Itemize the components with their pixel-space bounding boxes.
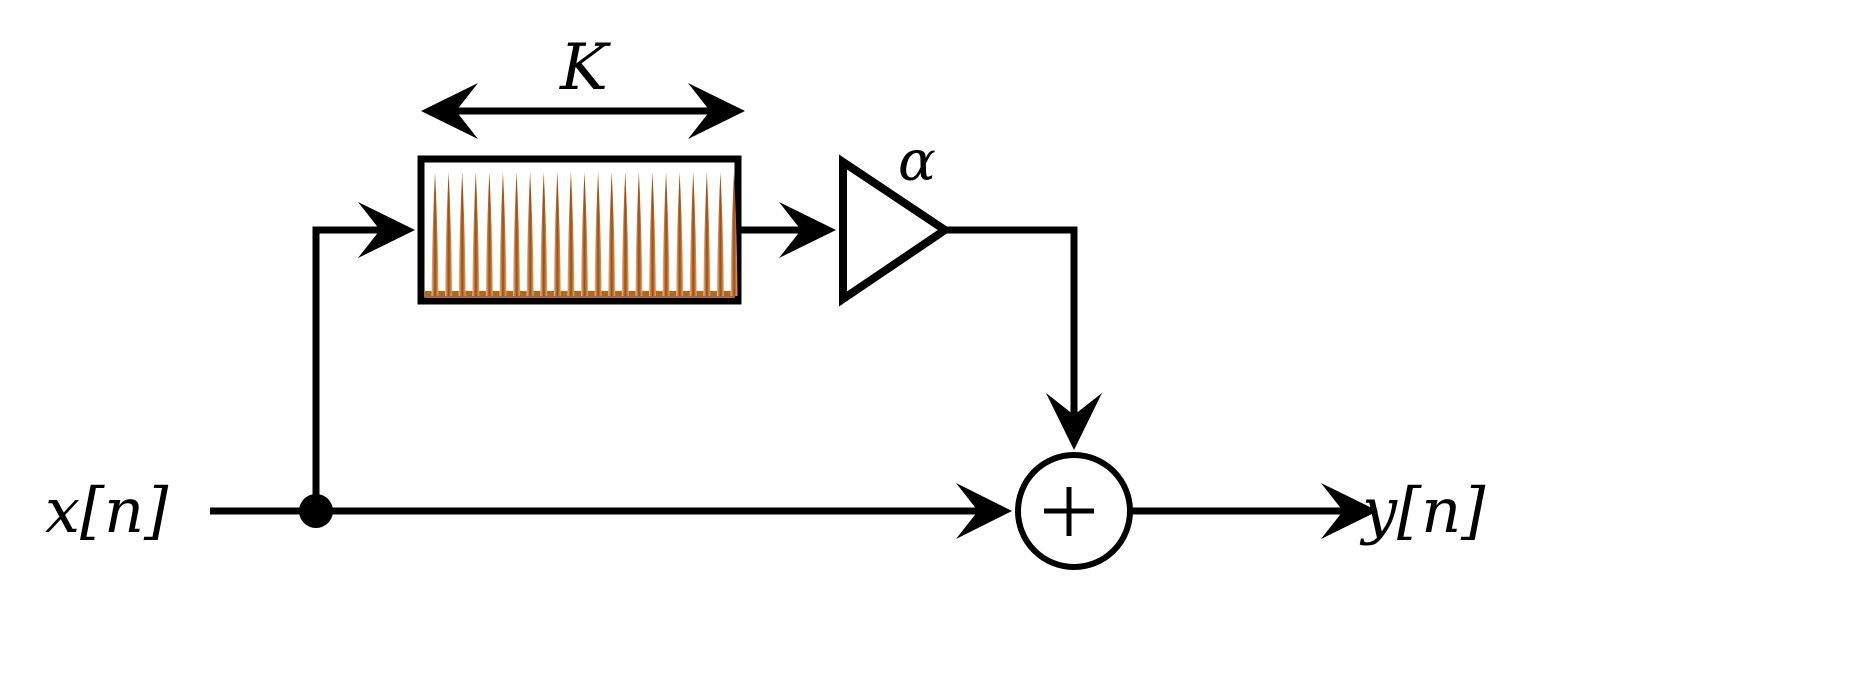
comb-tooth bbox=[553, 172, 561, 296]
comb-tooth bbox=[513, 172, 521, 296]
arrowhead-to-sum bbox=[956, 483, 1012, 539]
comb-tooth bbox=[567, 172, 575, 296]
comb-tooth bbox=[635, 172, 643, 296]
comb-tooth bbox=[445, 172, 453, 296]
comb-tooth bbox=[540, 172, 548, 296]
arrowhead-to-delay bbox=[358, 202, 415, 258]
comb-tooth bbox=[689, 172, 697, 296]
comb-tooth bbox=[608, 172, 616, 296]
comb-tooth bbox=[648, 172, 656, 296]
arrowhead-down-to-sum bbox=[1046, 393, 1102, 450]
arrowhead-to-gain bbox=[779, 202, 836, 258]
comb-tooth bbox=[458, 172, 466, 296]
comb-tooth bbox=[703, 172, 711, 296]
comb-tooth bbox=[716, 172, 724, 296]
comb-tooth bbox=[581, 172, 588, 296]
comb-tooth bbox=[662, 172, 670, 296]
comb-tooth bbox=[621, 172, 629, 296]
arrowhead-right bbox=[688, 83, 745, 139]
gain-to-sum-line bbox=[945, 226, 1078, 420]
comb-tooth bbox=[594, 172, 602, 296]
gain-label: α bbox=[898, 129, 936, 194]
comb-tooth bbox=[485, 172, 493, 296]
output-label: y[n] bbox=[1359, 474, 1486, 547]
delay-length-label: K bbox=[559, 31, 611, 105]
arrowhead-output bbox=[1321, 483, 1378, 539]
comb-delay-image bbox=[425, 172, 738, 297]
comb-tooth bbox=[431, 172, 439, 296]
branch-line bbox=[312, 226, 390, 511]
comb-tooth bbox=[499, 172, 507, 296]
comb-tooth bbox=[472, 172, 480, 296]
gain-amplifier bbox=[839, 154, 953, 307]
comb-spine bbox=[425, 291, 735, 297]
input-label: x[n] bbox=[45, 474, 169, 547]
comb-tooth bbox=[526, 172, 534, 296]
comb-tooth bbox=[730, 172, 738, 296]
arrowhead-left bbox=[421, 83, 478, 139]
comb-tooth bbox=[676, 172, 684, 296]
